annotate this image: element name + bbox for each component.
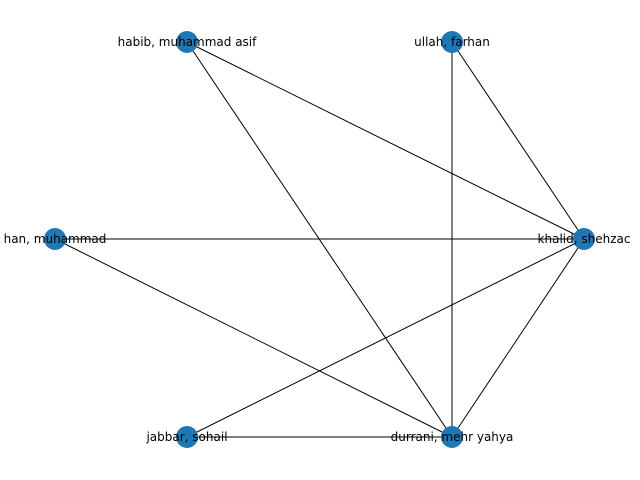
node-habib: [176, 31, 198, 53]
node-ullah: [441, 31, 463, 53]
node-label-khalid: khalid, shehzac: [538, 232, 631, 246]
node-label-ullah: ullah, farhan: [414, 35, 490, 49]
edge-rehman-durrani: [54, 238, 453, 438]
edge-layer: [54, 41, 585, 438]
node-durrani: [441, 426, 463, 448]
node-label-durrani: durrani, mehr yahya: [391, 430, 514, 444]
edge-khalid-durrani: [451, 238, 585, 438]
node-layer: [44, 31, 595, 448]
edge-habib-khalid: [186, 41, 585, 240]
node-label-rehman: han, muhammad: [4, 232, 107, 246]
edge-ullah-khalid: [451, 41, 585, 240]
node-label-jabbar: jabbar, sohail: [145, 430, 227, 444]
node-jabbar: [176, 426, 198, 448]
node-rehman: [44, 228, 66, 250]
edge-khalid-jabbar: [186, 238, 585, 438]
node-khalid: [573, 228, 595, 250]
label-layer: habib, muhammad asif ullah, farhan han, mu…: [4, 35, 631, 444]
node-label-habib: habib, muhammad asif: [118, 35, 258, 49]
